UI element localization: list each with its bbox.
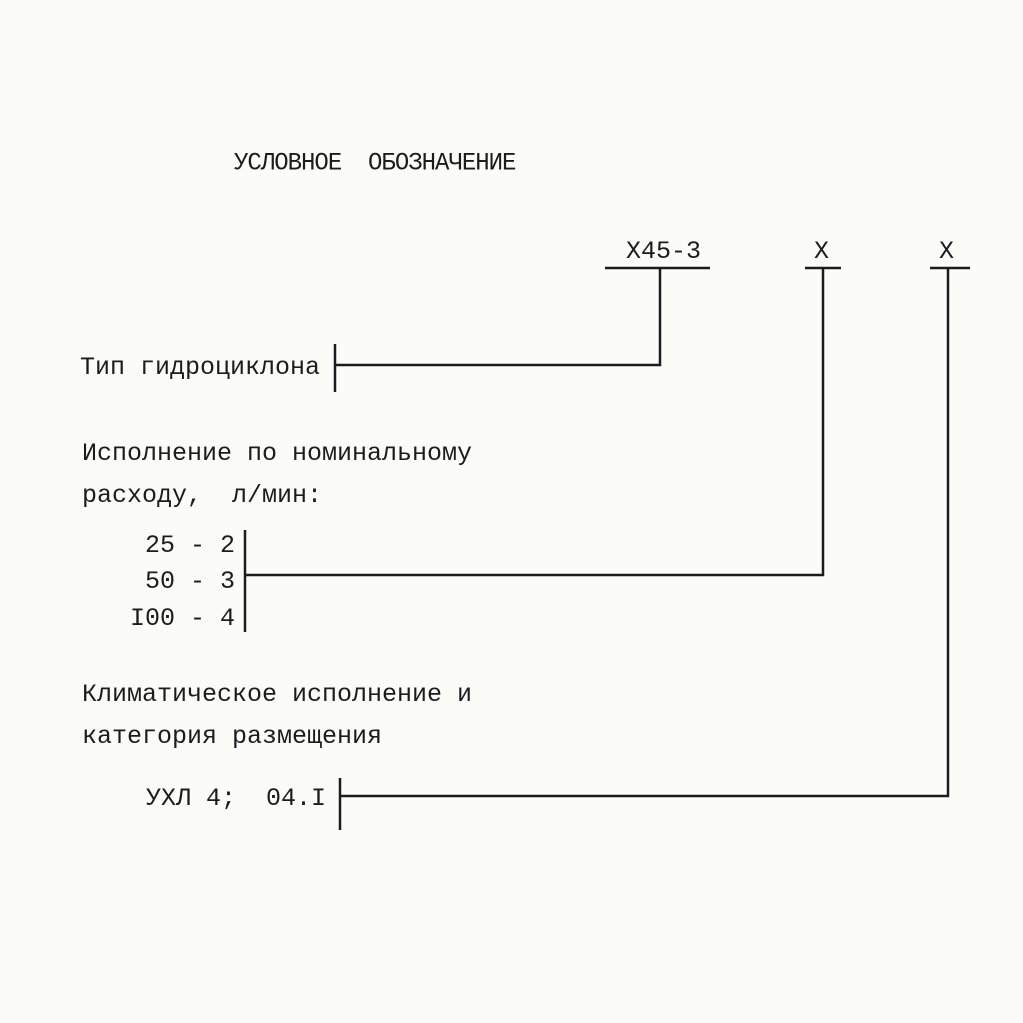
flow-label-line2: расходу, л/мин: — [82, 481, 323, 510]
page-title: УСЛОВНОЕ ОБОЗНАЧЕНИЕ — [234, 149, 516, 178]
climate-leader — [340, 268, 950, 798]
code-base: Х45-3 — [626, 237, 702, 266]
type-leader — [335, 268, 662, 367]
climate-label-line2: категория размещения — [82, 722, 383, 751]
flow-option: I00 - 4 — [130, 604, 236, 633]
code-flow-placeholder: Х — [814, 237, 830, 266]
flow-option: 25 - 2 — [145, 531, 236, 560]
climate-label-line1: Климатическое исполнение и — [82, 680, 473, 709]
flow-leader — [245, 268, 825, 577]
code-climate-placeholder: Х — [939, 237, 955, 266]
climate-value: УХЛ 4; 04.I — [146, 784, 327, 813]
type-label: Тип гидроциклона — [80, 353, 321, 382]
flow-label-line1: Исполнение по номинальному — [82, 439, 473, 468]
flow-option: 50 - 3 — [145, 567, 236, 596]
